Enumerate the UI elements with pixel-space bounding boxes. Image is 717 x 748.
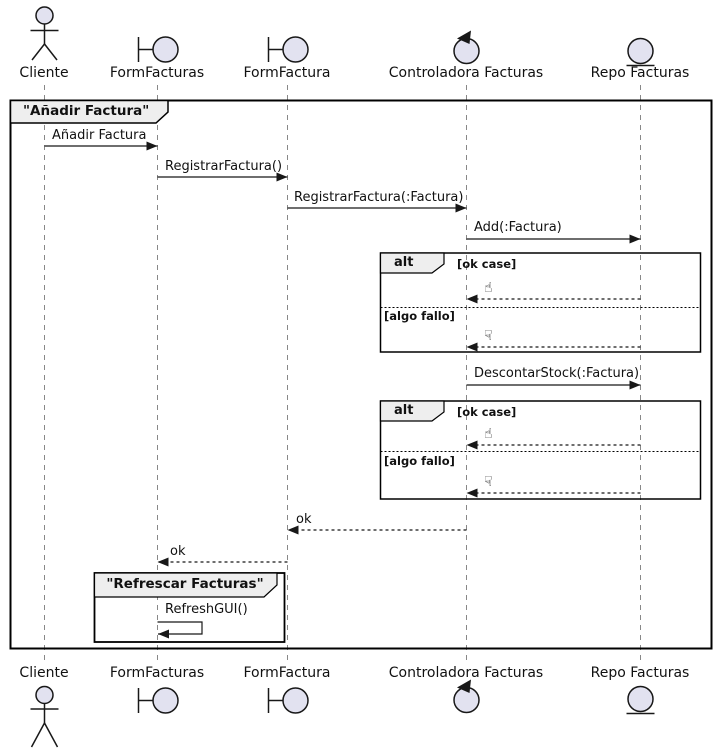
message-label: ok	[296, 512, 312, 527]
outer-frame	[9, 99, 713, 650]
participant-label-controladora: Controladora Facturas	[388, 65, 544, 81]
alt1-operator-label: alt	[394, 255, 414, 270]
alt2-frame	[379, 400, 702, 500]
participant-label-formfacturas: FormFacturas	[109, 665, 205, 681]
boundary-icon	[137, 36, 179, 63]
alt2-operator-label: alt	[394, 403, 414, 418]
thumbs-up-icon: ☝	[484, 426, 493, 442]
self-message-arrow-refreshgui	[157, 621, 203, 639]
message-label: Add(:Factura)	[474, 220, 562, 235]
refrescar-frame-title: "Refrescar Facturas"	[106, 576, 264, 592]
alt2-guard-ok: [ok case]	[457, 405, 517, 419]
message-label: ok	[170, 544, 186, 559]
message-label: RegistrarFactura()	[165, 159, 283, 174]
actor-icon	[30, 685, 59, 748]
alt2-guard-fail: [algo fallo]	[384, 454, 455, 468]
boundary-icon	[267, 36, 309, 63]
thumbs-up-icon: ☝	[484, 280, 493, 296]
alt1-frame	[379, 252, 702, 353]
actor-icon	[30, 6, 59, 61]
participant-label-cliente: Cliente	[19, 65, 69, 81]
boundary-icon	[267, 687, 309, 714]
control-icon	[453, 679, 480, 714]
boundary-icon	[137, 687, 179, 714]
participant-label-repo: Repo Facturas	[590, 65, 690, 81]
alt1-guard-fail: [algo fallo]	[384, 309, 455, 323]
message-label: Añadir Factura	[52, 128, 147, 143]
control-icon	[453, 30, 480, 65]
refrescar-frame-tab	[93, 572, 278, 598]
outer-frame-tab	[9, 99, 169, 124]
thumbs-down-icon: ☟	[484, 474, 493, 490]
refrescar-frame	[93, 572, 286, 643]
thumbs-down-icon: ☟	[484, 328, 493, 344]
message-label: RefreshGUI()	[165, 602, 248, 617]
message-label: RegistrarFactura(:Factura)	[294, 190, 464, 205]
participant-label-cliente: Cliente	[19, 665, 69, 681]
participant-label-formfacturas: FormFacturas	[109, 65, 205, 81]
alt1-guard-ok: [ok case]	[457, 257, 517, 271]
alt1-tab	[379, 252, 445, 274]
participant-label-controladora: Controladora Facturas	[388, 665, 544, 681]
participant-label-formfactura: FormFactura	[243, 665, 331, 681]
outer-frame-title: "Añadir Factura"	[23, 103, 150, 119]
participant-label-repo: Repo Facturas	[590, 665, 690, 681]
message-label: DescontarStock(:Factura)	[474, 366, 640, 381]
alt2-tab	[379, 400, 445, 422]
entity-icon	[626, 685, 655, 715]
participant-label-formfactura: FormFactura	[243, 65, 331, 81]
entity-icon	[626, 37, 655, 67]
